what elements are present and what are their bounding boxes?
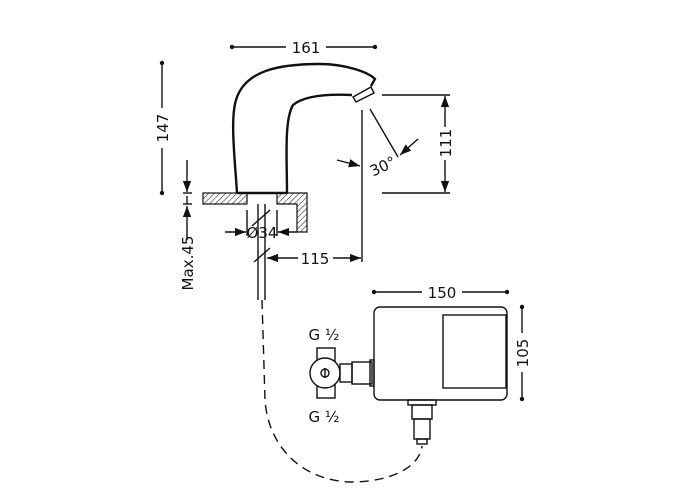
dimension-spout-111: 111 xyxy=(382,94,455,194)
dimension-diameter-34: Ø34 xyxy=(225,210,297,242)
dim-147-label: 147 xyxy=(154,114,172,143)
dimension-height-147: 147 xyxy=(154,60,172,196)
inlet-top-label: G ½ xyxy=(309,326,340,344)
faucet-body xyxy=(231,62,377,195)
dim-161-label: 161 xyxy=(292,39,321,57)
outlet-fitting xyxy=(407,399,437,445)
inlet-valve: G ½ G ½ xyxy=(309,326,375,426)
dim-max45-label: Max.45 xyxy=(179,236,197,291)
dim-150-label: 150 xyxy=(428,284,457,302)
dim-diameter-label: Ø34 xyxy=(247,224,278,242)
supply-hoses xyxy=(251,204,271,300)
dimension-box-105: 105 xyxy=(514,304,532,402)
control-box xyxy=(373,306,508,401)
dimension-reach-115: 115 xyxy=(267,110,363,268)
countertop-section xyxy=(202,192,308,233)
dim-111-label: 111 xyxy=(437,129,455,158)
dimension-angle-30: 30° xyxy=(336,108,419,181)
dimension-box-150: 150 xyxy=(371,284,510,302)
dim-115-label: 115 xyxy=(301,250,330,268)
inlet-bottom-label: G ½ xyxy=(309,408,340,426)
dim-105-label: 105 xyxy=(514,339,532,368)
dim-angle-label: 30° xyxy=(367,153,399,181)
hose-dashed xyxy=(261,299,423,483)
dimension-width-161: 161 xyxy=(229,39,378,57)
dimension-max-45: Max.45 xyxy=(179,160,197,290)
